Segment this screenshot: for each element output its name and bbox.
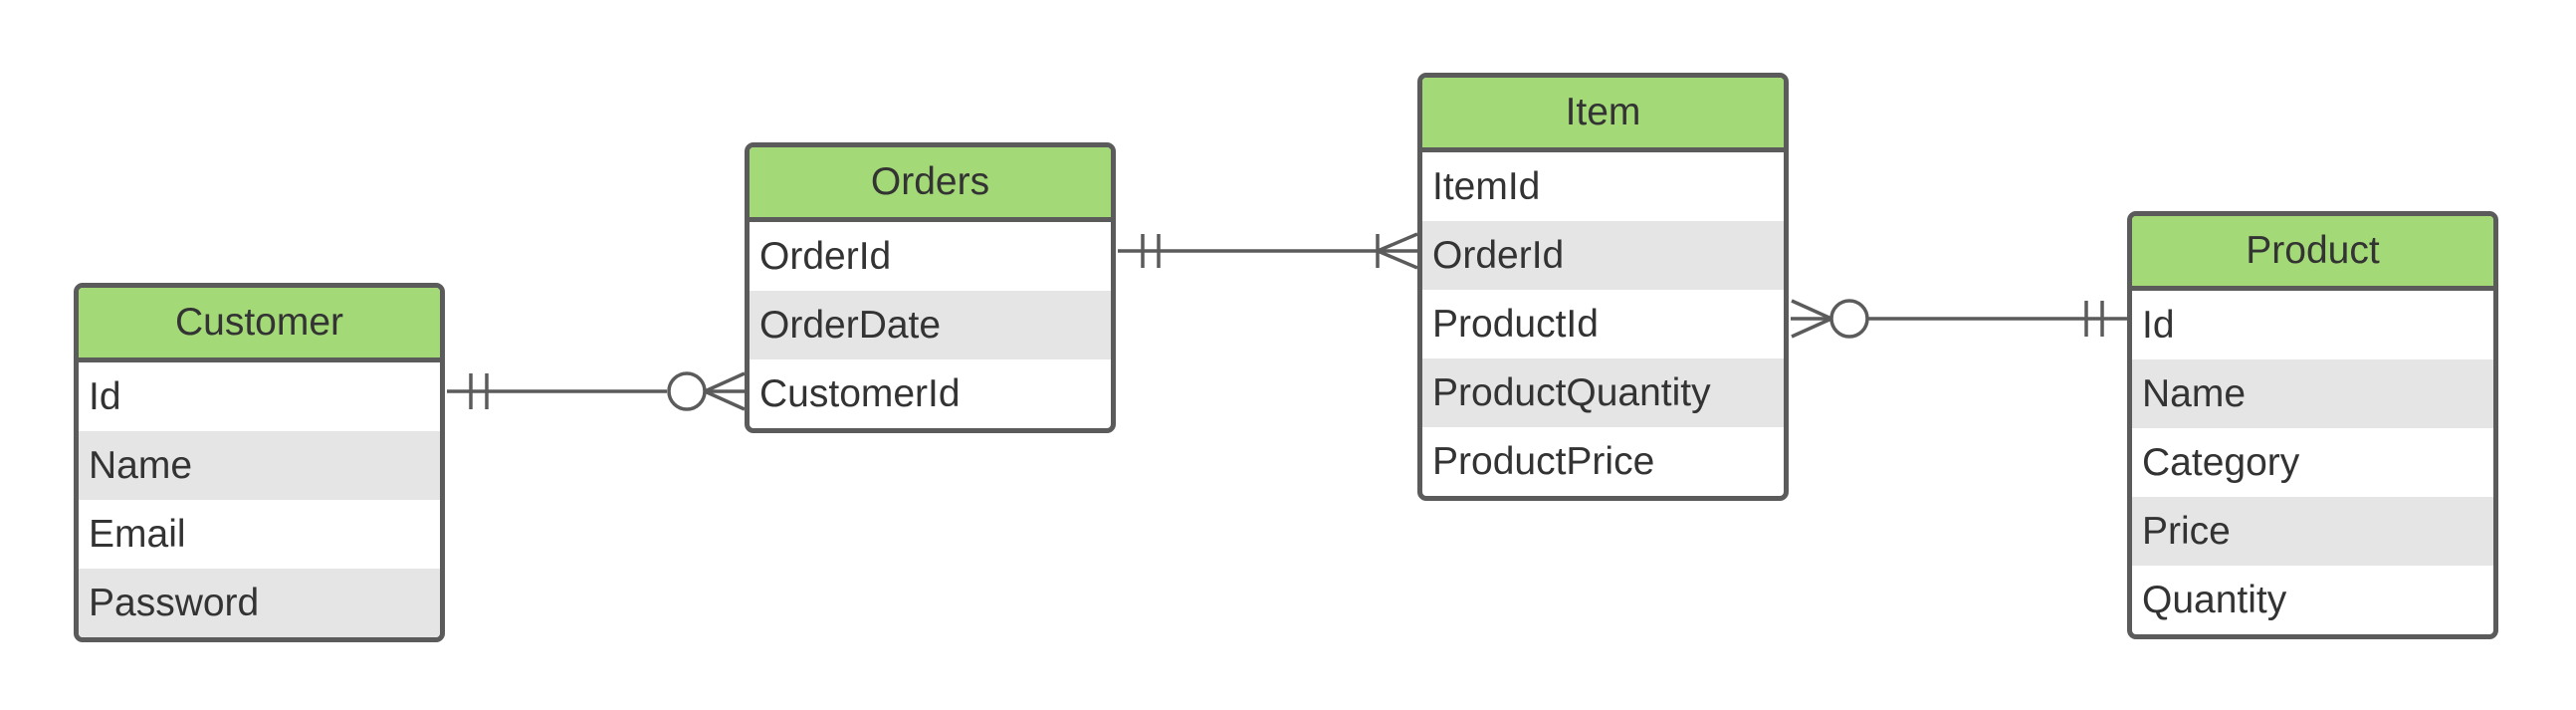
relationship-item-product xyxy=(1791,299,2127,339)
field-row: Name xyxy=(2132,359,2493,428)
zero-mark-orders xyxy=(667,371,707,411)
field-row: ProductQuantity xyxy=(1422,358,1784,427)
field-row: OrderId xyxy=(759,234,892,278)
field-row: OrderDate xyxy=(750,291,1111,359)
field-row: OrderId xyxy=(1422,221,1784,290)
entity-customer[interactable]: Customer Id Name Email Password xyxy=(74,283,445,642)
field-row: ProductPrice xyxy=(1432,439,1655,483)
zero-mark-item xyxy=(1829,299,1869,339)
crow-foot-product-lower xyxy=(1791,317,1832,339)
entity-product[interactable]: Product Id Name Category Price Quantity xyxy=(2127,211,2498,639)
entity-title: Customer xyxy=(79,288,440,362)
crow-foot-item-lower xyxy=(1377,249,1418,270)
crow-foot-orders-lower xyxy=(704,389,746,411)
field-row: Email xyxy=(89,512,186,556)
field-row: ProductId xyxy=(1432,302,1599,346)
field-row: Id xyxy=(89,374,121,418)
field-row: CustomerId xyxy=(759,371,961,415)
crow-foot-product-upper xyxy=(1791,299,1832,321)
field-row: Password xyxy=(79,569,440,637)
entity-orders[interactable]: Orders OrderId OrderDate CustomerId xyxy=(745,142,1116,433)
field-row: ItemId xyxy=(1432,164,1541,208)
field-row: Name xyxy=(79,431,440,500)
field-row: Price xyxy=(2132,497,2493,566)
field-row: Quantity xyxy=(2142,578,2287,621)
relationship-orders-item xyxy=(1118,232,1418,270)
entity-title: Product xyxy=(2132,216,2493,291)
entity-item[interactable]: Item ItemId OrderId ProductId ProductQua… xyxy=(1417,73,1789,501)
crow-foot-orders-upper xyxy=(704,371,746,393)
field-row: Id xyxy=(2142,303,2175,347)
field-row: Category xyxy=(2142,440,2300,484)
entity-title: Item xyxy=(1422,78,1784,152)
crow-foot-item-upper xyxy=(1377,232,1418,253)
relationship-customer-orders xyxy=(447,371,746,411)
entity-title: Orders xyxy=(750,147,1111,222)
